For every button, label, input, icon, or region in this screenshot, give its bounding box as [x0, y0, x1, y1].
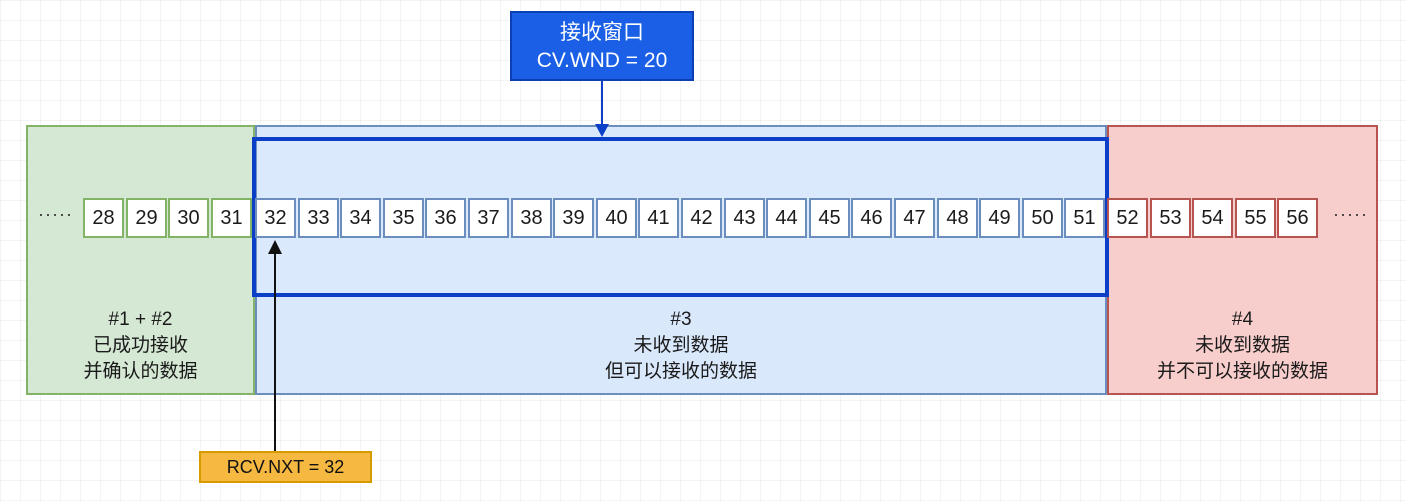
- receivable-cell: 43: [724, 198, 765, 238]
- acked-cell: 30: [168, 198, 209, 238]
- not-receivable-cell: 54: [1192, 198, 1233, 238]
- right-ellipsis: ·····: [1333, 204, 1368, 224]
- receivable-region-label: #3 未收到数据 但可以接收的数据: [257, 307, 1105, 385]
- acked-region-label-line-2: 已成功接收: [92, 335, 188, 356]
- acked-cell: 28: [83, 198, 124, 238]
- receivable-cell: 50: [1022, 198, 1063, 238]
- receivable-data-region: #3 未收到数据 但可以接收的数据: [255, 125, 1107, 395]
- receivable-cell: 40: [596, 198, 637, 238]
- not-receivable-cell: 52: [1107, 198, 1148, 238]
- not-receivable-region-label: #4 未收到数据 并不可以接收的数据: [1109, 307, 1376, 385]
- acked-data-region: #1 + #2 已成功接收 并确认的数据: [26, 125, 255, 395]
- not-receivable-region-label-line-1: #4: [1231, 309, 1254, 330]
- receivable-cell: 45: [809, 198, 850, 238]
- acked-cell: 31: [211, 198, 252, 238]
- receivable-region-label-line-2: 未收到数据: [633, 335, 729, 356]
- receivable-cell: 38: [511, 198, 552, 238]
- receivable-region-label-line-3: 但可以接收的数据: [604, 361, 757, 382]
- receivable-cell: 39: [553, 198, 594, 238]
- receivable-cell: 49: [979, 198, 1020, 238]
- receivable-region-label-line-1: #3: [670, 309, 692, 330]
- acked-region-label-line-3: 并确认的数据: [83, 361, 198, 382]
- rcv-nxt-callout: RCV.NXT = 32: [199, 451, 372, 483]
- not-receivable-cell: 56: [1277, 198, 1318, 238]
- receive-window-callout: 接收窗口 CV.WND = 20: [510, 11, 694, 81]
- receivable-cell: 46: [851, 198, 892, 238]
- acked-region-label: #1 + #2 已成功接收 并确认的数据: [28, 307, 253, 385]
- receivable-cell: 48: [937, 198, 978, 238]
- receivable-cell: 35: [383, 198, 424, 238]
- left-ellipsis: ·····: [38, 204, 73, 224]
- window-arrow: [595, 81, 609, 137]
- not-receivable-region-label-line-3: 并不可以接收的数据: [1156, 361, 1328, 382]
- not-receivable-cell: 53: [1150, 198, 1191, 238]
- acked-cell: 29: [126, 198, 167, 238]
- receivable-cell: 44: [766, 198, 807, 238]
- receivable-cell: 36: [425, 198, 466, 238]
- receivable-cell: 47: [894, 198, 935, 238]
- receive-window-title: 接收窗口: [560, 21, 644, 44]
- receivable-cell: 32: [255, 198, 296, 238]
- receivable-cell: 41: [638, 198, 679, 238]
- not-receivable-region-label-line-2: 未收到数据: [1194, 335, 1290, 356]
- receivable-cell: 34: [340, 198, 381, 238]
- receivable-cell: 33: [298, 198, 339, 238]
- acked-region-label-line-1: #1 + #2: [108, 309, 173, 330]
- receivable-cell: 51: [1064, 198, 1105, 238]
- receive-window-value: CV.WND = 20: [536, 49, 668, 72]
- receivable-cell: 37: [468, 198, 509, 238]
- receivable-cell: 42: [681, 198, 722, 238]
- not-receivable-cell: 55: [1235, 198, 1276, 238]
- rcv-nxt-arrow: [268, 240, 282, 451]
